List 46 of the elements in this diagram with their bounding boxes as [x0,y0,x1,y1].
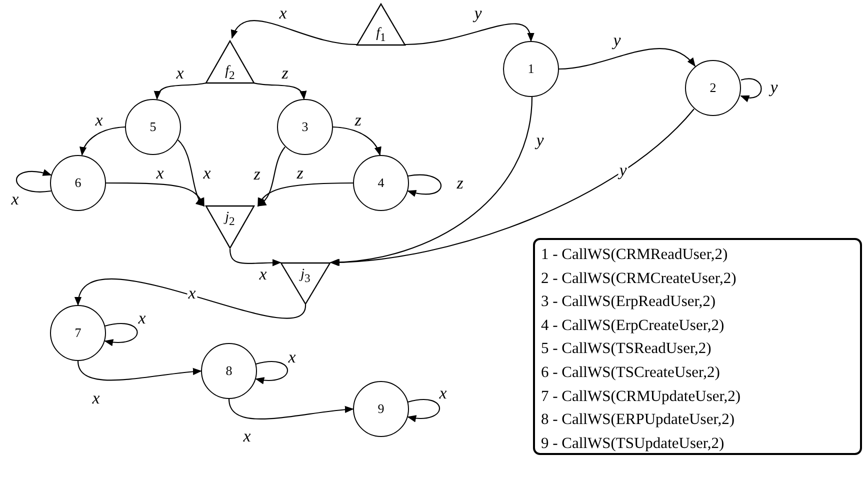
state-circle: 3 [277,99,333,155]
legend-entry: 8 - CallWS(ERPUpdateUser,2) [541,410,735,430]
arrow [80,126,126,156]
arrow [16,170,52,192]
state-circle: 8 [201,343,257,399]
legend-entry: 3 - CallWS(ErpReadUser,2) [541,292,716,312]
arrow [255,361,288,384]
arrow [258,182,353,207]
arrow [232,20,358,46]
state-circle: 4 [353,155,409,211]
arrow [558,48,696,70]
arrow [407,174,442,196]
legend-entry: 2 - CallWS(CRMCreateUser,2) [541,268,736,289]
arrow [77,360,202,381]
legend-entry: 9 - CallWS(TSUpdateUser,2) [541,434,724,454]
arrow [178,140,205,207]
state-circle: 6 [50,155,106,211]
arrow [404,23,534,46]
legend-entry: 7 - CallWS(CRMUpdateUser,2) [541,386,741,407]
state-circle: 9 [353,381,409,437]
state-circle: 7 [50,305,106,361]
arrow [254,82,306,100]
arrow [330,96,533,266]
state-circle: 5 [125,99,181,155]
legend-entry: 4 - CallWS(ErpCreateUser,2) [541,316,724,336]
arrow [229,248,282,266]
arrow [257,146,286,207]
legend-panel [533,238,862,455]
legend-entry: 1 - CallWS(CRMReadUser,2) [541,245,728,265]
arrow [104,323,138,346]
node-label: j$_{3}$ [298,267,312,287]
state-circle: 2 [685,60,741,116]
arrow [330,108,694,266]
legend-entry: 6 - CallWS(TSCreateUser,2) [541,362,720,383]
state-circle: 1 [503,41,559,97]
arrow [106,182,204,207]
arrow [332,126,381,156]
arrow [407,399,440,422]
node-label: f$_{2}$ [224,64,236,84]
arrow [228,398,354,420]
arrow [154,82,206,100]
arrow [740,78,762,102]
node-label: f$_{1}$ [375,26,387,46]
arrow [76,278,306,319]
node-label: j$_{2}$ [222,210,236,230]
legend-entry: 5 - CallWS(TSReadUser,2) [541,339,712,360]
